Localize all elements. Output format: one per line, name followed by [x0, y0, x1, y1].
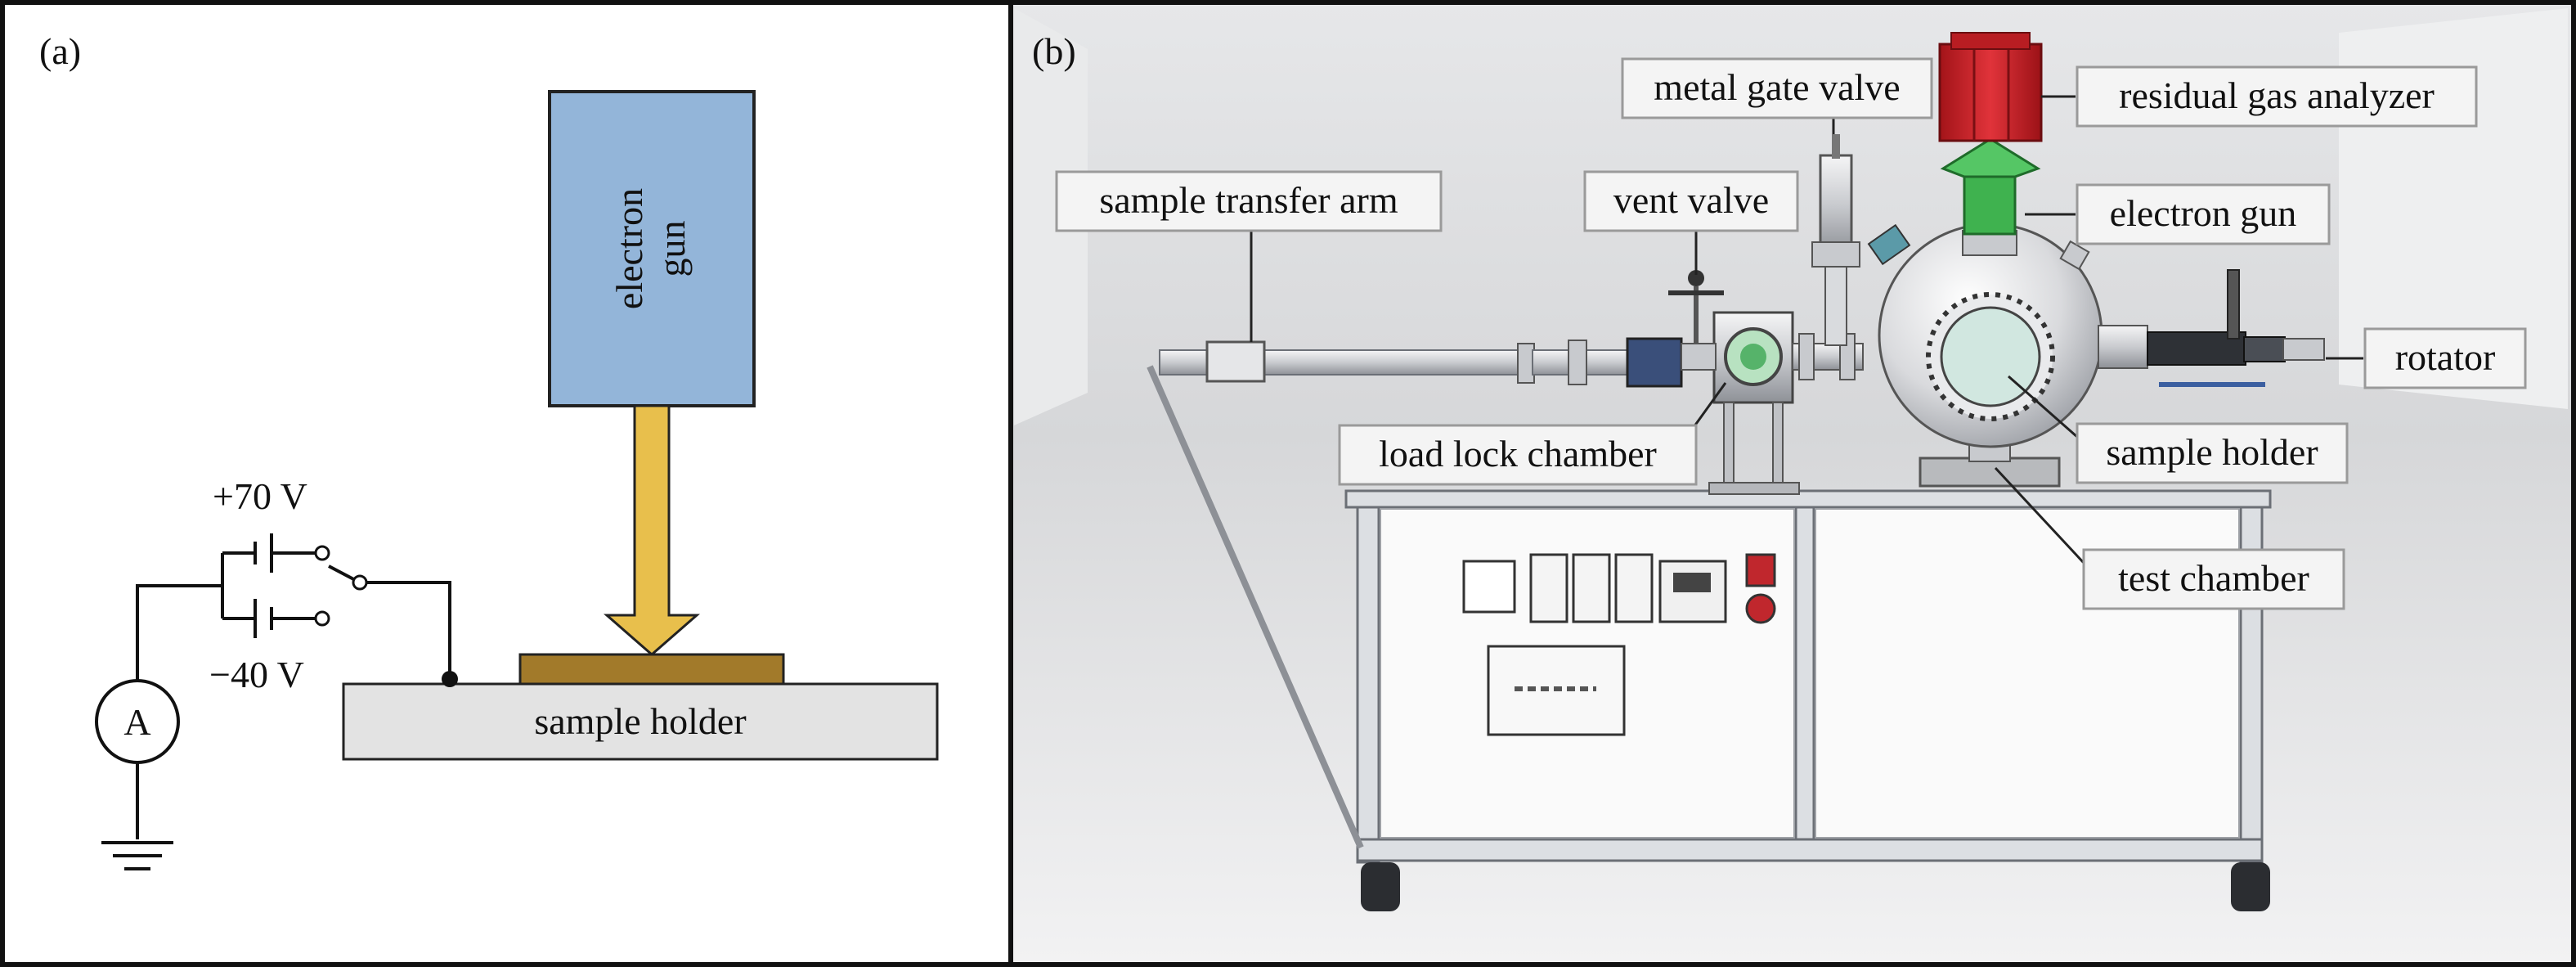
gauge-3	[1614, 553, 1654, 623]
callout-vent-valve-text: vent valve	[1613, 179, 1769, 221]
voltage-negative-label: −40 V	[209, 654, 304, 695]
rga-body	[1938, 43, 2043, 142]
voltage-positive-label: +70 V	[213, 475, 307, 517]
rga-and-gun-assembly	[1938, 32, 2043, 236]
electron-gun-label-line2: gun	[651, 221, 693, 277]
panel-a-label: (a)	[39, 30, 81, 72]
callout-test-chamber-text: test chamber	[2118, 557, 2309, 599]
room-wall-left	[1014, 8, 1088, 425]
wire-to-ammeter	[136, 584, 222, 681]
callout-sample-holder: sample holder	[2076, 422, 2349, 484]
circuit: A	[95, 533, 458, 870]
rotator-assembly	[2147, 269, 2325, 387]
ammeter-label: A	[123, 701, 150, 743]
electron-gun-box	[548, 90, 756, 407]
panel-a-border	[0, 0, 1013, 967]
controller-display	[1673, 573, 1711, 592]
electron-beam-arrow	[604, 404, 700, 656]
callout-metal-gate-valve: metal gate valve	[1621, 57, 1933, 119]
callout-residual-gas-analyzer: residual gas analyzer	[2076, 65, 2478, 128]
panel-b-label: (b)	[1032, 30, 1076, 72]
panel-b: (b)	[1008, 0, 2576, 967]
callout-metal-gate-valve-text: metal gate valve	[1654, 66, 1900, 108]
callout-electron-gun: electron gun	[2076, 183, 2331, 245]
callout-electron-gun-text: electron gun	[2110, 192, 2297, 234]
callout-load-lock-chamber-text: load lock chamber	[1379, 433, 1657, 475]
power-switch	[1745, 553, 1776, 587]
wire-holder-to-switch	[360, 581, 451, 679]
callout-sample-transfer-arm-text: sample transfer arm	[1099, 179, 1398, 221]
electron-gun-label-line1: electron	[608, 188, 650, 309]
switch-pivot	[352, 574, 368, 591]
load-lock-assembly	[1668, 270, 1864, 495]
callout-vent-valve: vent valve	[1583, 170, 1799, 232]
panel-a: (a) electron gun sample holder	[0, 0, 1013, 967]
gauge-2	[1572, 553, 1611, 623]
callout-sample-transfer-arm: sample transfer arm	[1055, 170, 1443, 232]
emergency-stop-button	[1745, 593, 1776, 624]
callout-residual-gas-analyzer-text: residual gas analyzer	[2119, 74, 2435, 116]
callout-rotator-text: rotator	[2395, 336, 2496, 378]
callout-sample-holder-text: sample holder	[2106, 431, 2318, 473]
ground-icon	[101, 841, 173, 870]
sample	[518, 653, 785, 686]
gauge-1	[1529, 553, 1568, 623]
support-table	[1147, 365, 2272, 911]
test-chamber-assembly	[1867, 223, 2148, 488]
leader-lines	[1250, 95, 2363, 564]
callout-load-lock-chamber: load lock chamber	[1338, 424, 1698, 486]
caster-right	[2231, 862, 2270, 911]
sample-holder-label: sample holder	[534, 700, 746, 742]
switch-contact-negative	[314, 610, 330, 627]
transfer-arm-strut	[1147, 365, 1364, 849]
switch-contact-positive	[314, 545, 330, 561]
caster-left	[1361, 862, 1400, 911]
callout-rotator: rotator	[2363, 327, 2527, 389]
sample-holder	[342, 682, 939, 761]
display-square	[1462, 560, 1516, 614]
gate-valve-assembly	[1811, 134, 1860, 346]
callout-test-chamber: test chamber	[2082, 548, 2345, 610]
